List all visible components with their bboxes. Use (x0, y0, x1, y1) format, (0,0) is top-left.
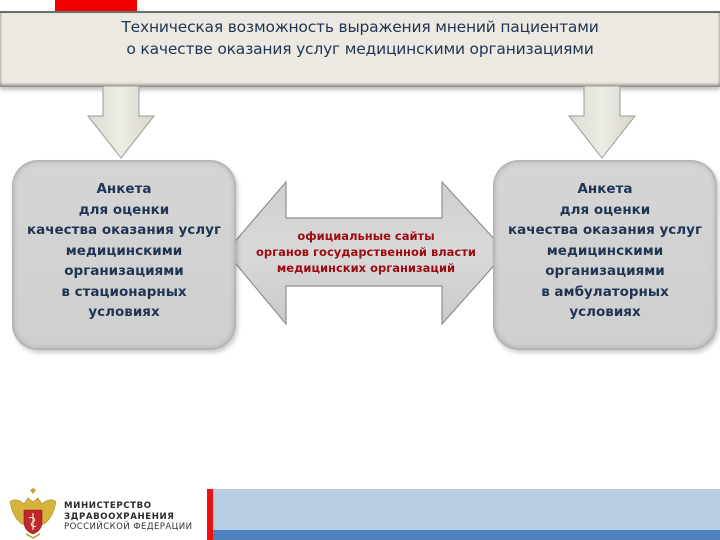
center-line-1: официальные сайты (297, 229, 435, 243)
box-line: медицинскими (546, 242, 664, 259)
box-line: медицинскими (65, 242, 183, 259)
title-line-2: о качестве оказания услуг медицинскими о… (126, 40, 594, 58)
box-line: организациями (64, 263, 184, 279)
center-arrow-label: официальные сайты органов государственно… (224, 228, 508, 276)
box-line: Анкета (577, 181, 633, 197)
footer-dark-band (213, 530, 720, 540)
ministry-line-1: МИНИСТЕРСТВО (64, 501, 152, 511)
center-line-2: органов государственной власти (256, 245, 476, 259)
diagram-title: Техническая возможность выражения мнений… (0, 16, 720, 60)
title-line-1: Техническая возможность выражения мнений… (121, 18, 599, 36)
box-line: организациями (545, 263, 665, 279)
box-line: условиях (569, 304, 641, 320)
footer-red-bar (207, 489, 213, 540)
box-line: Анкета (96, 181, 152, 197)
box-line: для оценки (78, 201, 170, 218)
ministry-line-3: РОССИЙСКОЙ ФЕДЕРАЦИИ (64, 522, 193, 532)
inpatient-survey-box: Анкета для оценки качества оказания услу… (12, 160, 236, 350)
outpatient-survey-box: Анкета для оценки качества оказания услу… (493, 160, 717, 350)
top-red-tab (55, 0, 137, 12)
ministry-line-2: ЗДРАВООХРАНЕНИЯ (64, 511, 175, 522)
down-arrow-left-icon (86, 86, 156, 159)
box-line: качества оказания услуг (26, 222, 222, 238)
eagle-emblem-icon (9, 488, 57, 539)
down-arrow-right-icon (567, 86, 637, 159)
box-line: для оценки (559, 201, 651, 218)
box-line: в амбулаторных (541, 283, 669, 300)
footer-light-band (213, 489, 720, 530)
box-line: условиях (88, 304, 160, 320)
header-band (0, 11, 720, 87)
box-line: качества оказания услуг (507, 222, 703, 238)
box-line: в стационарных (61, 283, 187, 300)
center-line-3: медицинских организаций (276, 261, 456, 275)
ministry-name: МИНИСТЕРСТВО ЗДРАВООХРАНЕНИЯ РОССИЙСКОЙ … (64, 501, 192, 533)
